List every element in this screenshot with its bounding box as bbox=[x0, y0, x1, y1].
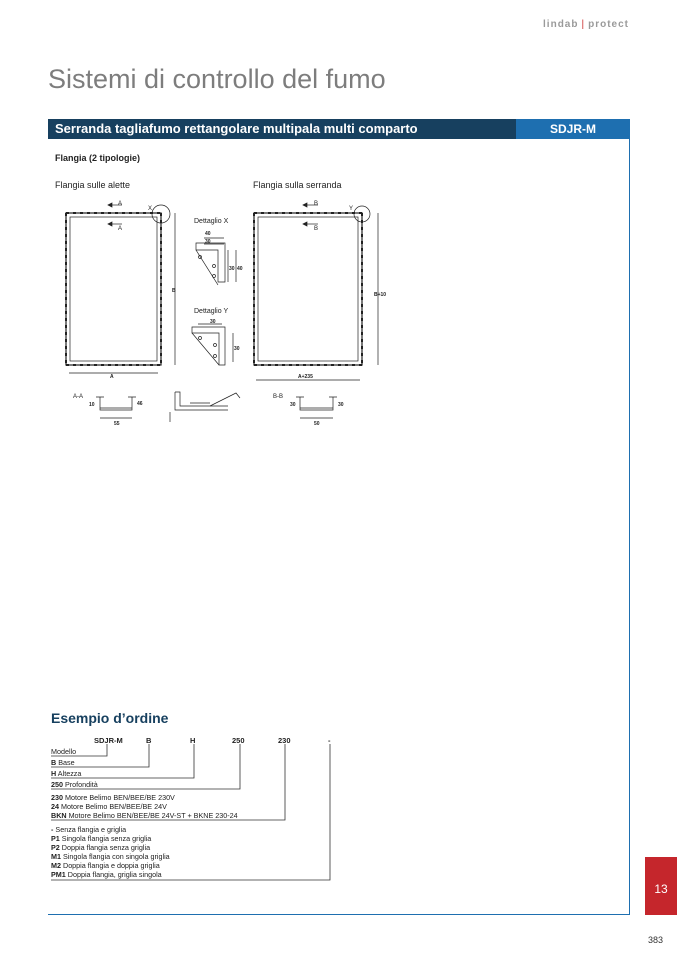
order-line-depth: 250 Profondità bbox=[51, 780, 98, 789]
dim-bb-w: 50 bbox=[314, 421, 320, 427]
dim-aa-h: 10 bbox=[89, 402, 95, 408]
order-line-motor-bkn: BKN Motore Belimo BEN/BEE/BE 24V-ST + BK… bbox=[51, 811, 238, 820]
order-line-flange-pm1: PM1 Doppia flangia, griglia singola bbox=[51, 870, 162, 879]
dim-40b: 40 bbox=[237, 266, 243, 272]
label-a-top: A bbox=[118, 201, 122, 207]
label-b-top: B bbox=[314, 201, 318, 207]
frame-right-border bbox=[629, 139, 630, 915]
dim-bb-h2: 30 bbox=[338, 402, 344, 408]
label-detail-x: Dettaglio X bbox=[194, 218, 229, 225]
order-code-height: H bbox=[190, 736, 196, 745]
order-line-flange-m1: M1 Singola flangia con singola griglia bbox=[51, 852, 170, 861]
order-code-motor: 230 bbox=[278, 736, 291, 745]
label-bb: B-B bbox=[273, 394, 283, 400]
order-line-flange-none: - Senza flangia e griglia bbox=[51, 825, 127, 834]
label-a-plus: A+235 bbox=[298, 374, 313, 380]
label-b-side: B bbox=[172, 288, 176, 294]
label-y: Y bbox=[349, 206, 353, 212]
order-line-base: B Base bbox=[51, 758, 75, 767]
section-subheading: Flangia (2 tipologie) bbox=[55, 153, 140, 163]
product-code: SDJR-M bbox=[516, 119, 630, 139]
caption-flange-on-damper: Flangia sulla serranda bbox=[253, 180, 342, 190]
brand-sub: protect bbox=[588, 19, 629, 30]
brand-name: lindab bbox=[543, 19, 579, 30]
caption-flange-on-fins: Flangia sulle alette bbox=[55, 180, 131, 190]
label-b-plus: B+10 bbox=[374, 292, 386, 298]
dim-aa-h2: 46 bbox=[137, 401, 143, 407]
label-a-bottom: A bbox=[110, 374, 114, 380]
order-line-flange-m2: M2 Doppia flangia e doppia griglia bbox=[51, 861, 160, 870]
order-line-flange-p1: P1 Singola flangia senza griglia bbox=[51, 834, 152, 843]
page-number: 383 bbox=[647, 935, 663, 945]
label-aa: A-A bbox=[73, 394, 83, 400]
label-x: X bbox=[148, 206, 152, 212]
dim-y-30b: 30 bbox=[234, 346, 240, 352]
brand-separator: | bbox=[581, 19, 586, 30]
page-title: Sistemi di controllo del fumo bbox=[48, 64, 386, 94]
dim-bb-h: 30 bbox=[290, 402, 296, 408]
order-line-height: H Altezza bbox=[51, 769, 82, 778]
order-code-flange: - bbox=[328, 736, 331, 745]
product-title-bar: Serranda tagliafumo rettangolare multipa… bbox=[48, 119, 630, 139]
order-line-motor-24: 24 Motore Belimo BEN/BEE/BE 24V bbox=[51, 802, 167, 811]
dim-30: 30 bbox=[205, 239, 211, 245]
order-line-flange-p2: P2 Doppia flangia senza griglia bbox=[51, 843, 151, 852]
dim-aa-w: 55 bbox=[114, 421, 120, 427]
label-detail-y: Dettaglio Y bbox=[194, 308, 228, 315]
order-code-base: B bbox=[146, 736, 152, 745]
order-code-model: SDJR-M bbox=[94, 736, 123, 745]
dim-30b: 30 bbox=[229, 266, 235, 272]
dim-y-30: 30 bbox=[210, 319, 216, 325]
order-line-motor-230: 230 Motore Belimo BEN/BEE/BE 230V bbox=[51, 793, 175, 802]
order-code-depth: 250 bbox=[232, 736, 245, 745]
brand-logo: lindab|protect bbox=[543, 19, 629, 30]
label-a-top2: A bbox=[118, 226, 122, 232]
order-example-title: Esempio d’ordine bbox=[51, 710, 169, 726]
frame-bottom-border bbox=[48, 914, 630, 915]
technical-drawing: A A X B B Y A A+235 B B+10 Dettaglio X D… bbox=[65, 201, 386, 427]
product-name: Serranda tagliafumo rettangolare multipa… bbox=[48, 119, 516, 139]
chapter-tab: 13 bbox=[645, 857, 677, 915]
dim-40: 40 bbox=[205, 231, 211, 237]
label-b-top2: B bbox=[314, 226, 318, 232]
order-line-modello: Modello bbox=[51, 747, 77, 756]
